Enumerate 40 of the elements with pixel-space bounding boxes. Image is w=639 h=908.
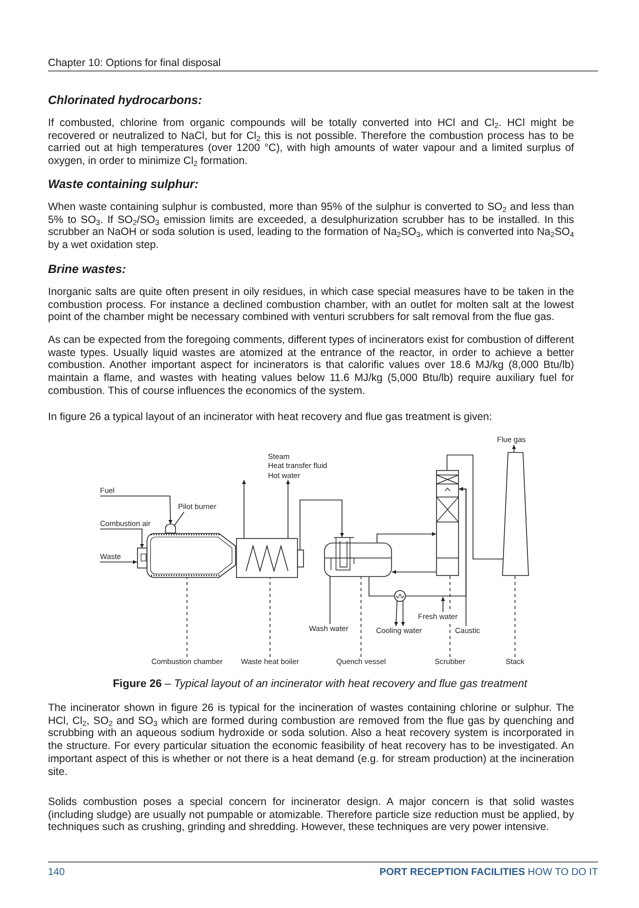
flow-arrow: [441, 596, 445, 612]
pipe-line: [446, 454, 504, 560]
figure-caption: Figure 26 – Typical layout of an incinerator with heat recovery and flue gas treatment: [112, 678, 528, 691]
flow-arrow: [394, 600, 398, 626]
flow-arrow: [100, 560, 138, 564]
paragraph: As can be expected from the foregoing comments, different types of incinerators exist for combustion of different waste types. Usually liquid wastes are atomized at the entrance of the reactor, in order to achieve a better combustion. Another important aspect for incinerators is that calorific values over 18.6 MJ/kg (8,000 Btu/lb) maintain a flame, and wastes with heating values below 11.6 MJ/kg (5,000 Btu/lb) require auxiliary fuel for combustion. This of course influences the economics of the system.: [48, 334, 574, 398]
section-heading: Waste containing sulphur:: [48, 177, 200, 191]
pipe-arrow: [376, 532, 436, 544]
pipe-line: [368, 576, 394, 596]
paragraph: If combusted, chlorine from organic compounds will be totally converted into HCl and Cl$_{2}$. HCl might be recovered or neutralized to NaCl, but for Cl$_{2}$ this is not possible. Therefore the combustion process has to be carried out at high temperatures (over 1200 °C), with high amounts of water vapour and a limited surplus of oxygen, in order to minimize Cl$_{2}$ formation.: [48, 117, 574, 168]
leader-line: [186, 578, 188, 658]
flow-arrow: [242, 480, 246, 538]
leader-line: [360, 576, 362, 658]
quench-vessel-drawing: [324, 537, 392, 577]
pipe-arrow: [392, 570, 436, 574]
pipe-arrow: [458, 487, 466, 626]
flow-arrow: [286, 480, 290, 538]
paragraph: When waste containing sulphur is combusted, more than 95% of the sulphur is converted to SO$_{2}$ and less than 5% to SO$_{3}$. If SO$_{2}$/SO$_{3}$ emission limits are exceeded, a desulphurization scrubber has to be installed. In this scrubber an NaOH or soda solution is used, leading to the formation of Na$_{2}$SO$_{3}$, which is converted into Na$_{2}$SO$_{4}$ by a wet oxidation step.: [48, 201, 574, 252]
paragraph: The incinerator shown in figure 26 is typical for the incineration of wastes containing chlorine or sulphur. The HCl, Cl$_{2}$, SO$_{2}$ and SO$_{3}$ which are formed during combustion are removed from the flue gas by quenching and scrubbing with an aqueous sodium hydroxide or soda solution. Also a heat recovery system is incorporated in the structure. For every particular situation the economic feasibility of heat recovery has to be investigated. An important aspect of this is whether or not there is a heat demand (e.g. for stream production) at the incineration site.: [48, 702, 574, 778]
running-header: Chapter 10: Options for final disposal: [48, 57, 222, 70]
paragraph: Inorganic salts are quite often present in oily residues, in which case special measures have to be taken in the combustion process. For instance a declined combustion chamber, with an outlet for molten salt at the lowest point of the chamber might be necessary combined with venturi scrubbers for salt removal from the flue gas.: [48, 286, 574, 324]
leader-line: [514, 576, 516, 658]
page-number: 140: [48, 867, 66, 880]
waste-heat-boiler-drawing: [236, 538, 304, 578]
pilot-burner-drawing: [165, 524, 176, 533]
scrubber-column-drawing: [436, 470, 459, 576]
leader-line: [174, 512, 184, 526]
flow-arrow: [100, 528, 144, 548]
flow-arrow: [100, 496, 172, 524]
section-heading: Chlorinated hydrocarbons:: [48, 93, 204, 107]
flow-arrow: [401, 600, 405, 626]
combustion-chamber-drawing: [137, 533, 236, 578]
running-footer: PORT RECEPTION FACILITIES HOW TO DO IT: [330, 867, 598, 880]
paragraph: Solids combustion poses a special concern for incinerator design. A major concern is that solid wastes (including sludge) are usually not pumpable or atomizable. Therefore particle size reduction must be applied, by techniques such as crushing, grinding and shredding. However, these techniques are very power intensive.: [48, 796, 574, 834]
heat-exchanger-symbol: [394, 590, 406, 602]
pipe-arrow: [300, 500, 344, 550]
paragraph: In figure 26 a typical layout of an incinerator with heat recovery and flue gas treatment is given:: [48, 411, 494, 424]
flow-arrow: [512, 444, 516, 452]
section-heading: Brine wastes:: [48, 262, 128, 276]
stack-drawing: [502, 452, 529, 576]
